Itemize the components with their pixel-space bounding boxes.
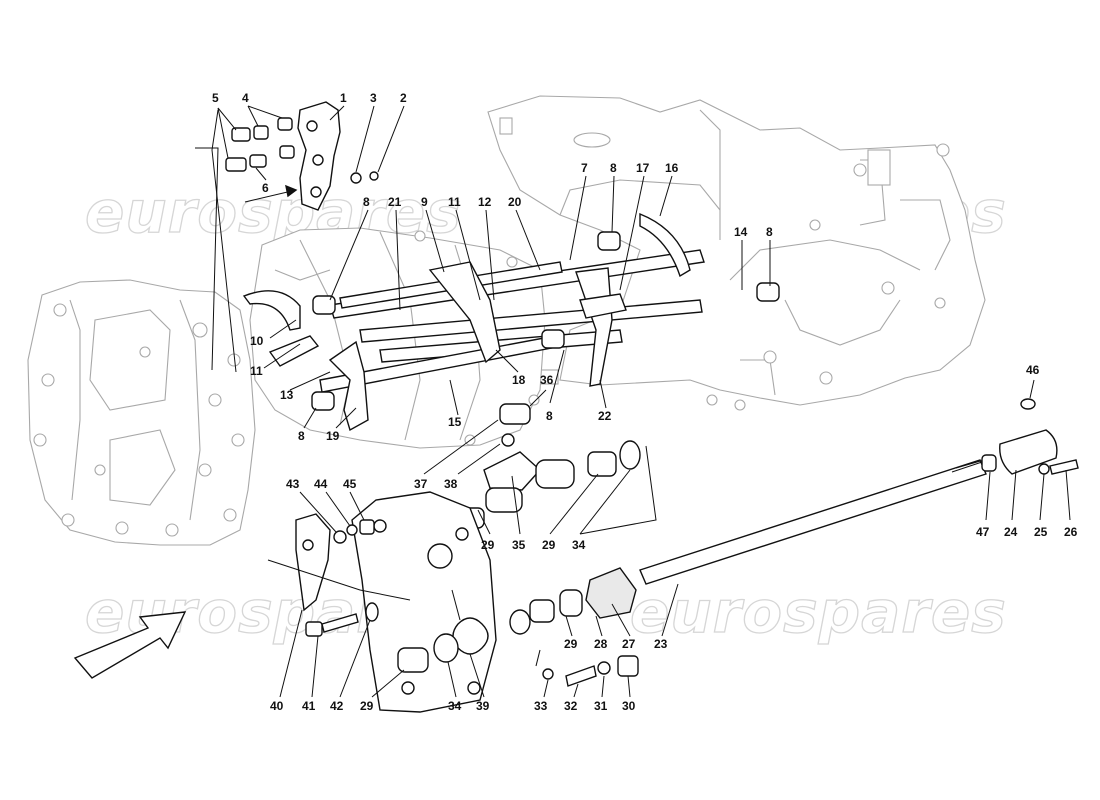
callout-label: 29 <box>542 538 556 552</box>
direction-arrow <box>73 611 187 679</box>
callout-label: 11 <box>250 364 263 378</box>
callout-labels: 5 4 1 3 2 6 8 21 9 11 12 20 7 8 17 16 14… <box>212 91 1078 713</box>
callout-label: 17 <box>636 161 650 175</box>
callout-label: 44 <box>314 477 328 491</box>
watermark-text: eurospares <box>630 578 1007 646</box>
plunger-set <box>225 117 379 184</box>
callout-label: 31 <box>594 699 608 713</box>
callout-label: 35 <box>512 538 526 552</box>
callout-label: 13 <box>280 388 294 402</box>
callout-label: 22 <box>598 409 612 423</box>
callout-label: 23 <box>654 637 668 651</box>
callout-label: 6 <box>262 181 269 195</box>
gasket <box>295 513 331 612</box>
callout-label: 29 <box>360 699 374 713</box>
callout-label: 19 <box>326 429 340 443</box>
callout-label: 36 <box>540 373 554 387</box>
callout-label: 27 <box>622 637 636 651</box>
selector-plate <box>297 101 341 211</box>
callout-label: 40 <box>270 699 284 713</box>
callout-label: 46 <box>1026 363 1040 377</box>
callout-label: 41 <box>302 699 316 713</box>
control-housing <box>351 491 497 713</box>
bushing-lower <box>397 647 429 673</box>
detent-group <box>542 655 639 687</box>
callout-label: 12 <box>478 195 492 209</box>
callout-label: 8 <box>298 429 305 443</box>
callout-label: 25 <box>1034 525 1048 539</box>
callout-label: 42 <box>330 699 344 713</box>
callout-label: 8 <box>610 161 617 175</box>
callout-label: 37 <box>414 477 428 491</box>
callout-label: 29 <box>481 538 495 552</box>
callout-label: 15 <box>448 415 462 429</box>
callout-label: 20 <box>508 195 522 209</box>
callout-label: 38 <box>444 477 458 491</box>
leader-lines <box>195 105 1071 698</box>
callout-label: 8 <box>363 195 370 209</box>
shift-forks <box>242 212 691 432</box>
callout-label: 10 <box>250 334 264 348</box>
callout-label: 11 <box>448 195 461 209</box>
callout-label: 43 <box>286 477 300 491</box>
callout-label: 32 <box>564 699 578 713</box>
callout-label: 24 <box>1004 525 1018 539</box>
end-cover-left <box>27 279 256 546</box>
callout-label: 30 <box>622 699 636 713</box>
callout-label: 8 <box>766 225 773 239</box>
watermark-text: eurospares <box>85 178 462 246</box>
gearbox-casing-right <box>487 95 986 411</box>
callout-label: 47 <box>976 525 990 539</box>
bushings <box>311 231 780 411</box>
callout-label: 16 <box>665 161 679 175</box>
callout-label: 18 <box>512 373 526 387</box>
gasket-hole <box>302 539 314 551</box>
callout-label: 14 <box>734 225 748 239</box>
callout-label: 45 <box>343 477 357 491</box>
callout-label: 39 <box>476 699 490 713</box>
callout-label: 29 <box>564 637 578 651</box>
arrow-head <box>285 184 298 198</box>
control-shaft <box>639 398 1079 585</box>
callout-label: 21 <box>388 195 402 209</box>
callout-label: 3 <box>370 91 377 105</box>
callout-label: 2 <box>400 91 407 105</box>
bolt-41 <box>305 602 379 637</box>
callout-label: 26 <box>1064 525 1078 539</box>
callout-label: 7 <box>581 161 588 175</box>
callout-label: 1 <box>340 91 347 105</box>
washers <box>333 519 375 544</box>
callout-label: 4 <box>242 91 249 105</box>
callout-label: 9 <box>421 195 428 209</box>
shaft-boot-group <box>509 567 637 635</box>
callout-label: 34 <box>448 699 462 713</box>
callout-label: 5 <box>212 91 219 105</box>
callout-label: 28 <box>594 637 608 651</box>
callout-label: 34 <box>572 538 586 552</box>
callout-label: 8 <box>546 409 553 423</box>
callout-label: 33 <box>534 699 548 713</box>
seal-lower <box>433 633 459 663</box>
